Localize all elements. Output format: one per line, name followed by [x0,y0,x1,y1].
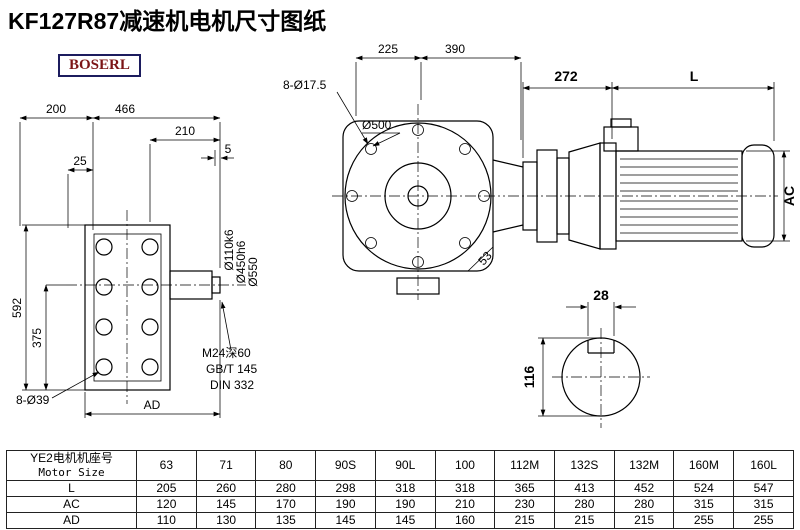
value-cell: 315 [733,495,794,513]
dim-210-label: 210 [175,124,195,138]
dim-225-label: 225 [378,42,398,56]
value-cell: 260 [195,479,257,497]
size-header-cell: 100 [434,450,496,481]
spigot-dia-450-label: Ø450h6 [234,240,248,283]
value-cell: 110 [136,511,197,529]
shaft-dia-110-label: Ø110k6 [222,229,236,270]
size-header-cell: 160L [733,450,794,481]
value-cell: 255 [673,511,735,529]
row-label: AD [6,511,137,529]
value-cell: 280 [554,495,615,513]
value-cell: 145 [374,511,436,529]
flange-dia-550-label: Ø550 [246,257,260,287]
value-cell: 120 [136,495,197,513]
motor-size-label-en: Motor Size [38,466,105,479]
size-header-cell: 63 [136,450,197,481]
dim-375-label: 375 [30,328,44,348]
dim-200-label: 200 [46,102,66,116]
boserl-logo-text: BOSERL [69,57,130,73]
value-cell: 524 [673,479,735,497]
value-cell: 145 [195,495,257,513]
value-cell: 452 [613,479,675,497]
dim-28-label: 28 [593,287,609,303]
value-cell: 280 [613,495,675,513]
dim-116-label: 116 [521,365,537,388]
value-cell: 135 [255,511,317,529]
value-cell: 230 [494,495,556,513]
value-cell: 145 [315,511,376,529]
size-header-cell: 132S [554,450,615,481]
motor-size-table-wrap: YE2电机机座号 Motor Size 63 71 80 90S 90L 100… [6,450,794,529]
dia-500-label: Ø500 [362,118,392,132]
value-cell: 190 [374,495,436,513]
dim-466-label: 466 [115,102,135,116]
dim-592-label: 592 [10,298,24,318]
bolt-holes-8-d39-label: 8-Ø39 [16,393,50,407]
row-label: L [6,479,137,497]
dim-25-label: 25 [73,154,87,168]
value-cell: 255 [733,511,794,529]
value-cell: 365 [494,479,556,497]
value-cell: 413 [554,479,615,497]
dim-390-label: 390 [445,42,465,56]
value-cell: 280 [255,479,317,497]
dim-AD-label: AD [144,398,161,412]
value-cell: 205 [136,479,197,497]
value-cell: 215 [554,511,615,529]
left-view-dimensions [19,115,234,418]
shaft-section-drawing [552,328,650,428]
tap-din332-label: DIN 332 [210,378,254,392]
value-cell: 190 [315,495,376,513]
boserl-logo: BOSERL [58,54,141,77]
table-row-AC: AC 120 145 170 190 190 210 230 280 280 3… [6,495,794,513]
dim-5-label: 5 [225,142,232,156]
technical-drawing: 200 466 210 5 25 592 375 8-Ø39 AD Ø110k6… [10,42,797,428]
size-header-cell: 132M [613,450,675,481]
bolt-holes-8-d175-label: 8-Ø17.5 [283,78,327,92]
tap-gbt145-label: GB/T 145 [206,362,257,376]
table-row-AD: AD 110 130 135 145 145 160 215 215 215 2… [6,511,794,529]
size-header-cell: 160M [673,450,735,481]
dim-53-label: 53 [475,248,495,268]
page-title: KF127R87减速机电机尺寸图纸 [8,8,327,34]
dim-L-label: L [690,68,699,84]
tap-m24-label: M24深60 [202,346,251,360]
dim-AC-label: AC [781,186,797,206]
table-row-L: L 205 260 280 298 318 318 365 413 452 52… [6,479,794,497]
size-header-cell: 71 [195,450,257,481]
size-header-cell: 90S [315,450,376,481]
table-header-row: YE2电机机座号 Motor Size 63 71 80 90S 90L 100… [6,450,794,481]
motor-size-table: YE2电机机座号 Motor Size 63 71 80 90S 90L 100… [6,450,794,529]
motor-size-label-cn: YE2电机机座号 [30,451,113,465]
value-cell: 318 [434,479,496,497]
value-cell: 547 [733,479,794,497]
value-cell: 315 [673,495,735,513]
size-header-cell: 112M [494,450,556,481]
value-cell: 160 [434,511,496,529]
dim-272-label: 272 [554,68,578,84]
value-cell: 170 [255,495,317,513]
motor-size-header-cell: YE2电机机座号 Motor Size [6,450,137,481]
value-cell: 215 [613,511,675,529]
size-header-cell: 80 [255,450,317,481]
size-header-cell: 90L [374,450,436,481]
value-cell: 318 [374,479,436,497]
row-label: AC [6,495,137,513]
left-view-drawing [66,210,246,404]
motor-view-dimensions [522,82,790,242]
front-view-dimensions [336,55,522,147]
motor-view-drawing [508,118,778,250]
value-cell: 130 [195,511,257,529]
shaft-section-dimensions [538,302,636,417]
value-cell: 298 [315,479,376,497]
value-cell: 215 [494,511,556,529]
front-view-drawing [332,104,524,300]
value-cell: 210 [434,495,496,513]
